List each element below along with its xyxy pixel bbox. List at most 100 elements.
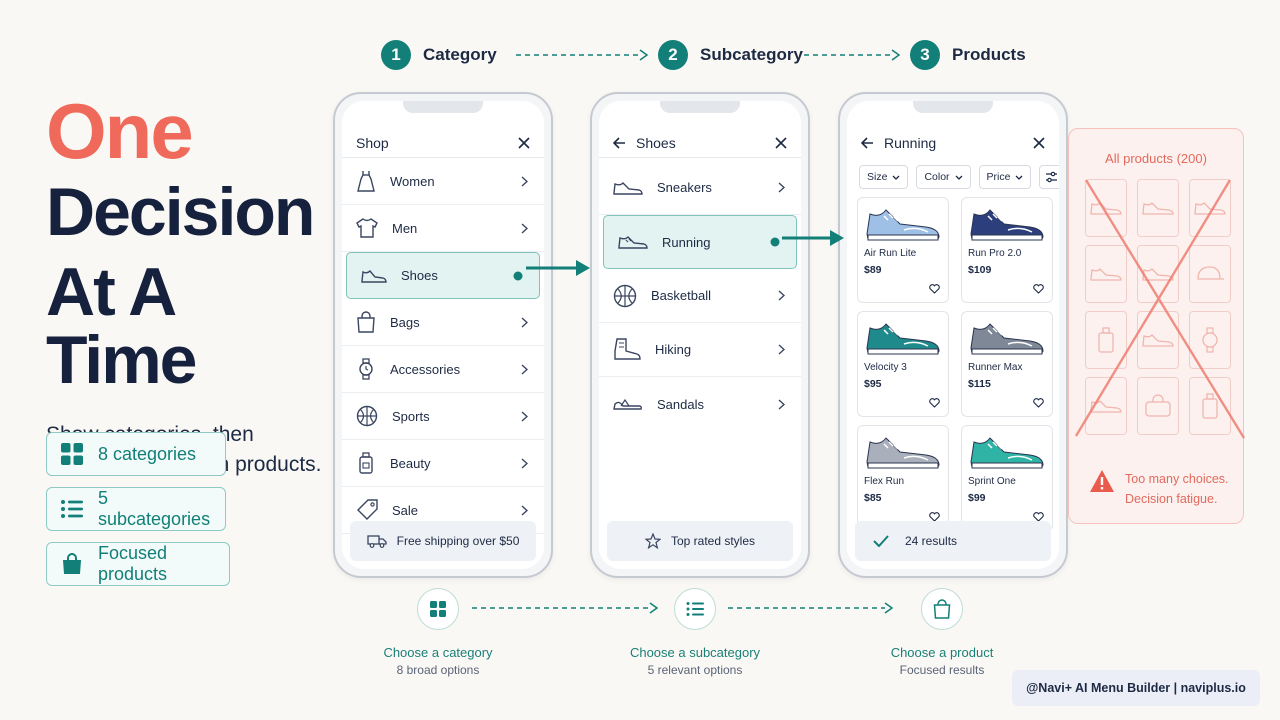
bottom-step-subcategory: Choose a subcategory 5 relevant options xyxy=(605,588,785,677)
product-card[interactable]: Run Pro 2.0$109 xyxy=(961,197,1053,303)
chevron-down-icon xyxy=(892,175,900,180)
product-price: $99 xyxy=(968,492,986,504)
phone-screen: Running Size Color Price Air Run Lite$89… xyxy=(847,101,1059,569)
grid-icon xyxy=(430,601,446,617)
heart-icon[interactable] xyxy=(1033,512,1044,522)
menu-item-shoes[interactable]: Shoes xyxy=(346,252,540,299)
close-icon[interactable] xyxy=(775,137,787,149)
brand-badge[interactable]: @Navi+ AI Menu Builder | naviplus.io xyxy=(1012,670,1260,706)
hero-title-line1: One xyxy=(46,87,194,175)
menu-item-women[interactable]: Women xyxy=(342,158,544,205)
close-icon[interactable] xyxy=(518,137,530,149)
shoe-icon xyxy=(1142,334,1174,347)
filter-color[interactable]: Color xyxy=(916,165,971,189)
menu-item-label: Sale xyxy=(392,502,419,518)
menu-item-beauty[interactable]: Beauty xyxy=(342,440,544,487)
shirt-icon xyxy=(356,218,378,238)
product-price: $89 xyxy=(864,264,882,276)
running-shoe-icon xyxy=(970,209,1044,241)
step-subcategory: 2 Subcategory xyxy=(658,40,803,70)
tag-icon xyxy=(357,499,378,520)
product-card[interactable]: Air Run Lite$89 xyxy=(857,197,949,303)
bag-icon xyxy=(357,311,375,333)
phone-footer: 24 results xyxy=(855,521,1051,561)
menu-item-basketball[interactable]: Basketball xyxy=(599,269,801,323)
filter-label: Color xyxy=(924,171,950,183)
menu-item-sandals[interactable]: Sandals xyxy=(599,377,801,431)
category-menu: Women Men Shoes Bags Accessories xyxy=(342,158,544,534)
phone-title: Shop xyxy=(356,135,389,151)
shoe-icon xyxy=(1142,268,1174,281)
product-price: $115 xyxy=(968,378,991,390)
step-label: Subcategory xyxy=(700,45,803,64)
warning-text: Too many choices. Decision fatigue. xyxy=(1125,469,1229,509)
phone-screen: Shoes Sneakers Running Basketball xyxy=(599,101,801,569)
menu-item-bags[interactable]: Bags xyxy=(342,299,544,346)
ball-icon xyxy=(356,405,378,427)
phone-header: Shop xyxy=(342,125,544,161)
product-name: Run Pro 2.0 xyxy=(968,248,1022,259)
watch-icon xyxy=(359,358,373,380)
menu-item-running[interactable]: Running xyxy=(603,215,797,269)
basketball-icon xyxy=(613,284,637,307)
phone-products: Running Size Color Price Air Run Lite$89… xyxy=(838,92,1068,578)
menu-item-hiking[interactable]: Hiking xyxy=(599,323,801,377)
chevron-right-icon xyxy=(778,398,785,410)
list-icon xyxy=(61,500,83,518)
phone-notch xyxy=(913,101,993,113)
sandal-icon xyxy=(613,398,642,410)
dress-icon xyxy=(357,171,375,192)
filter-price[interactable]: Price xyxy=(978,165,1032,189)
product-name: Velocity 3 xyxy=(864,362,907,373)
product-name: Runner Max xyxy=(968,362,1023,373)
menu-item-men[interactable]: Men xyxy=(342,205,544,252)
filter-size[interactable]: Size xyxy=(859,165,909,189)
heart-icon[interactable] xyxy=(929,398,940,408)
back-arrow-icon[interactable] xyxy=(613,137,626,149)
mini-product xyxy=(1137,377,1179,435)
footer-label: Free shipping over $50 xyxy=(396,534,520,548)
step-label: Products xyxy=(952,45,1026,64)
heart-icon[interactable] xyxy=(929,284,940,294)
bottle-icon xyxy=(1098,327,1114,353)
pill-subcategories: 5 subcategories xyxy=(46,487,226,531)
step-number: 2 xyxy=(658,40,688,70)
product-card[interactable]: Velocity 3 $95 xyxy=(857,311,949,417)
running-shoe-icon xyxy=(866,323,940,355)
mini-product xyxy=(1189,245,1231,303)
running-shoe-icon xyxy=(618,236,648,249)
product-card[interactable]: Flex Run$85 xyxy=(857,425,949,531)
hero-title-line3: At A Time xyxy=(46,254,197,398)
close-icon[interactable] xyxy=(1033,137,1045,149)
mini-product xyxy=(1085,377,1127,435)
bottle-icon xyxy=(1202,393,1218,419)
menu-item-label: Hiking xyxy=(655,342,692,357)
warning-icon xyxy=(1090,470,1114,492)
back-arrow-icon[interactable] xyxy=(861,137,874,149)
running-shoe-icon xyxy=(866,437,940,469)
chevron-right-icon xyxy=(521,504,528,516)
menu-item-sports[interactable]: Sports xyxy=(342,393,544,440)
shoe-icon xyxy=(1090,400,1122,413)
warning-line: Decision fatigue. xyxy=(1125,492,1218,506)
heart-icon[interactable] xyxy=(1033,398,1044,408)
filter-label: Price xyxy=(986,171,1011,183)
chevron-right-icon xyxy=(521,316,528,328)
shoe-icon xyxy=(1090,202,1122,215)
product-card[interactable]: Sprint One$99 xyxy=(961,425,1053,531)
mini-product xyxy=(1085,311,1127,369)
menu-item-label: Basketball xyxy=(651,288,711,303)
product-price: $95 xyxy=(864,378,882,390)
heart-icon[interactable] xyxy=(929,512,940,522)
divider xyxy=(599,157,801,158)
watch-icon xyxy=(1202,327,1218,353)
menu-item-accessories[interactable]: Accessories xyxy=(342,346,544,393)
product-card[interactable]: Runner Max $115 xyxy=(961,311,1053,417)
menu-item-label: Accessories xyxy=(390,361,461,377)
truck-icon xyxy=(366,535,387,548)
menu-item-sneakers[interactable]: Sneakers xyxy=(599,161,801,215)
heart-icon[interactable] xyxy=(1033,284,1044,294)
chevron-right-icon xyxy=(521,410,528,422)
filter-settings-button[interactable] xyxy=(1039,165,1059,189)
shoe-icon xyxy=(1142,202,1174,215)
